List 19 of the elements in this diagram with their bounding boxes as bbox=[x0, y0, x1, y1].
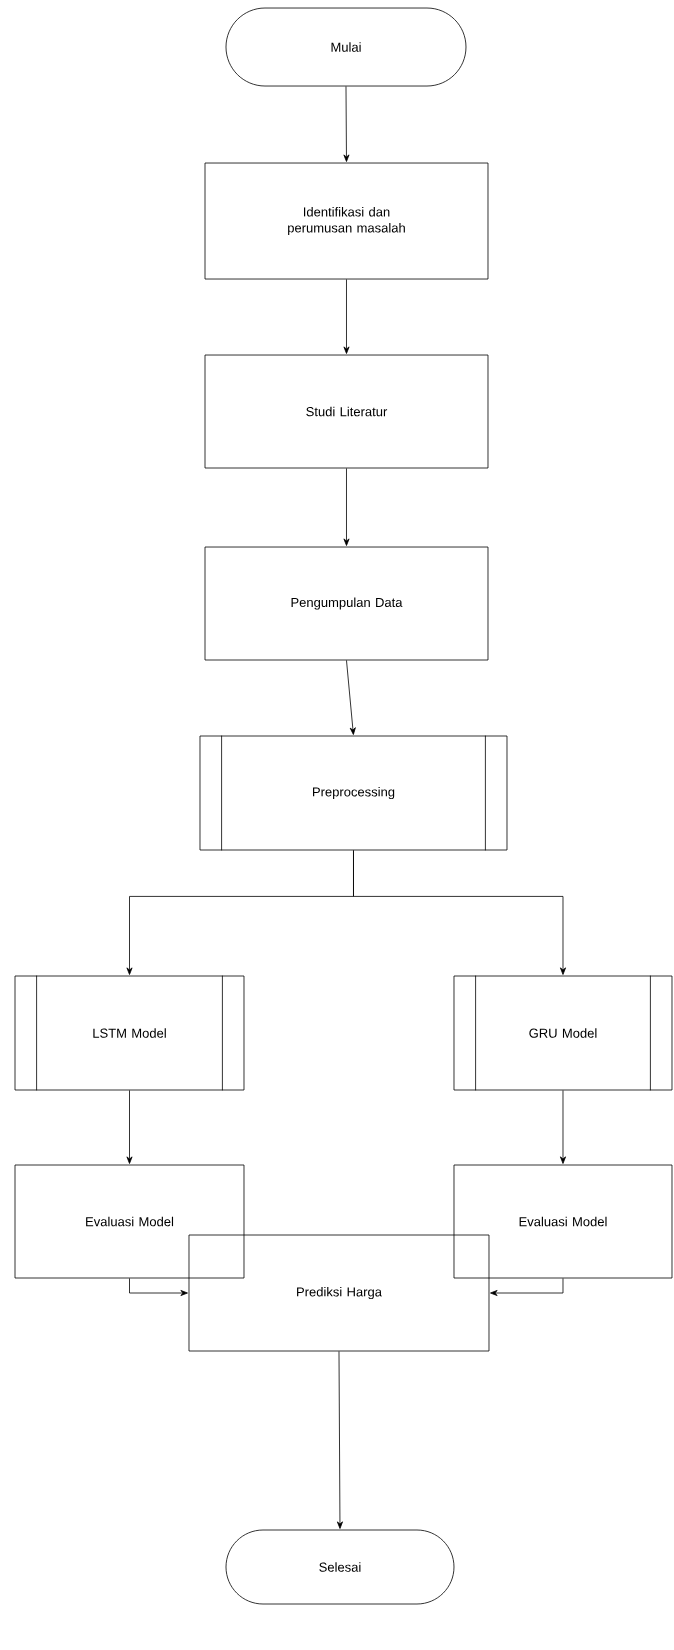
arrow bbox=[490, 1278, 564, 1296]
arrow bbox=[336, 1351, 343, 1529]
arrow bbox=[129, 1278, 188, 1296]
arrow bbox=[343, 86, 350, 162]
process-box: Evaluasi Model bbox=[453, 1164, 673, 1279]
process-box: Prediksi Harga bbox=[188, 1234, 490, 1352]
subprocess-box: GRU Model bbox=[453, 975, 673, 1091]
subprocess-box: Preprocessing bbox=[199, 735, 508, 851]
subprocess-box: LSTM Model bbox=[14, 975, 245, 1091]
arrow bbox=[343, 468, 350, 546]
process-box: Studi Literatur bbox=[204, 354, 489, 469]
arrow bbox=[560, 1090, 566, 1164]
arrow bbox=[126, 1090, 133, 1164]
process-box: Evaluasi Model bbox=[14, 1164, 245, 1279]
process-box: Identifikasi dan perumusan masalah bbox=[204, 162, 489, 280]
arrow bbox=[353, 850, 566, 975]
arrow bbox=[346, 660, 356, 735]
arrow bbox=[343, 279, 350, 354]
process-box: Pengumpulan Data bbox=[204, 546, 489, 661]
